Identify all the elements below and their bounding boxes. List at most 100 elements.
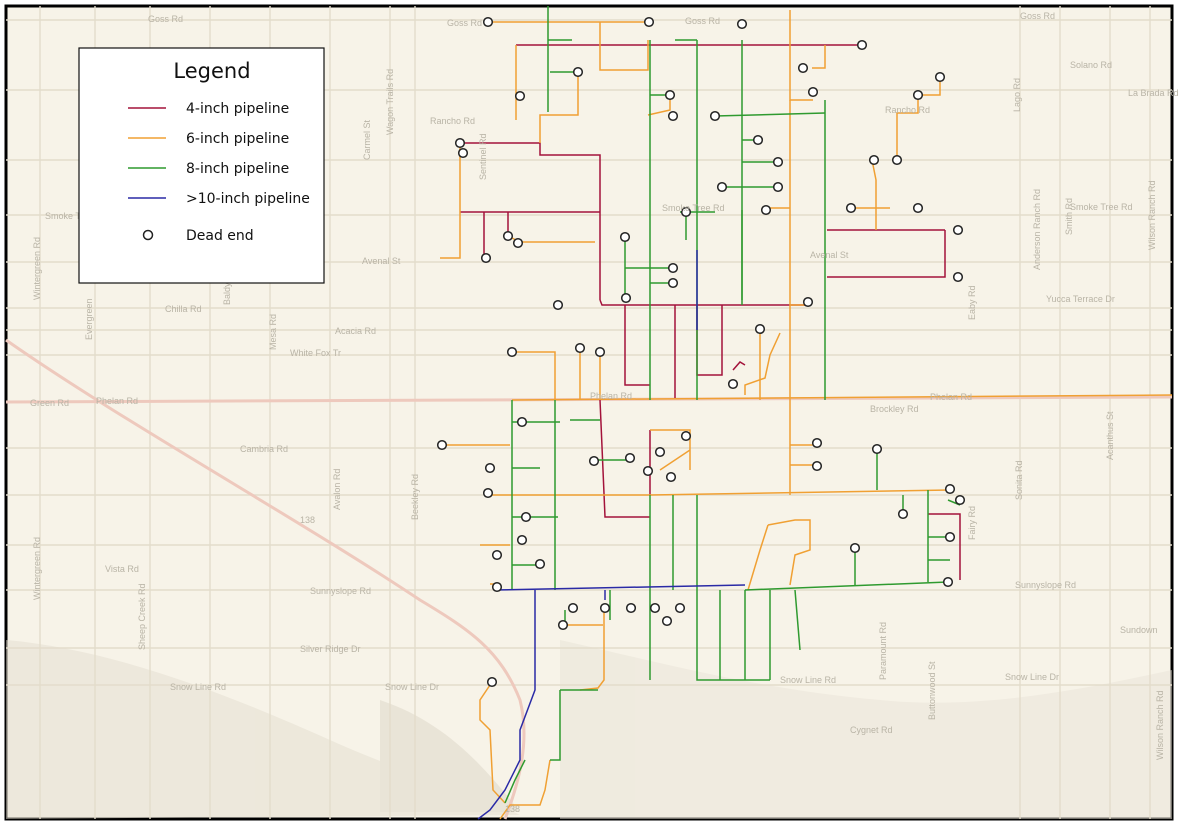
dead-end-marker[interactable] — [664, 89, 676, 101]
dead-end-marker[interactable] — [912, 89, 924, 101]
dead-end-marker[interactable] — [856, 39, 868, 51]
dead-end-marker[interactable] — [845, 202, 857, 214]
dead-end-marker[interactable] — [752, 134, 764, 146]
dead-end-marker[interactable] — [624, 452, 636, 464]
dead-end-marker[interactable] — [574, 342, 586, 354]
road-label: Brockley Rd — [870, 404, 919, 414]
dead-end-marker[interactable] — [514, 90, 526, 102]
pipeline-network — [440, 6, 1173, 820]
dead-end-marker[interactable] — [934, 71, 946, 83]
dead-end-marker[interactable] — [811, 460, 823, 472]
dead-end-marker[interactable] — [954, 494, 966, 506]
dead-end-marker[interactable] — [680, 430, 692, 442]
dead-end-marker[interactable] — [891, 154, 903, 166]
dead-end-marker[interactable] — [944, 531, 956, 543]
dead-end-marker[interactable] — [502, 230, 514, 242]
dead-end-marker[interactable] — [649, 602, 661, 614]
dead-end-marker[interactable] — [802, 296, 814, 308]
dead-end-marker[interactable] — [871, 443, 883, 455]
pipe-segment-p6 — [767, 519, 811, 586]
dead-end-marker[interactable] — [667, 110, 679, 122]
road-label: Green Rd — [30, 398, 69, 408]
dead-end-marker[interactable] — [643, 16, 655, 28]
dead-end-marker[interactable] — [667, 262, 679, 274]
pipe-segment-p6 — [440, 143, 461, 259]
dead-end-marker[interactable] — [661, 615, 673, 627]
dead-end-marker[interactable] — [811, 437, 823, 449]
dead-end-marker[interactable] — [760, 204, 772, 216]
dead-end-marker[interactable] — [942, 576, 954, 588]
road-label: Fairy Rd — [967, 506, 977, 540]
pipe-segment-p10 — [493, 584, 746, 591]
dead-end-marker[interactable] — [436, 439, 448, 451]
dead-end-marker[interactable] — [665, 471, 677, 483]
dead-end-marker[interactable] — [480, 252, 492, 264]
dead-end-marker[interactable] — [506, 346, 518, 358]
road-label: Solano Rd — [1070, 60, 1112, 70]
dead-end-marker[interactable] — [807, 86, 819, 98]
road-label: Cambria Rd — [240, 444, 288, 454]
dead-end-marker[interactable] — [619, 231, 631, 243]
dead-end-marker[interactable] — [482, 16, 494, 28]
road-label: Wintergreen Rd — [32, 537, 42, 600]
dead-end-marker[interactable] — [944, 483, 956, 495]
dead-end-marker[interactable] — [674, 602, 686, 614]
dead-end-marker[interactable] — [516, 416, 528, 428]
dead-end-marker[interactable] — [599, 602, 611, 614]
dead-end-marker[interactable] — [567, 602, 579, 614]
dead-end-marker[interactable] — [516, 534, 528, 546]
road-label: Rancho Rd — [885, 105, 930, 115]
dead-end-marker[interactable] — [772, 156, 784, 168]
road-label: Mesa Rd — [268, 314, 278, 350]
dead-end-marker[interactable] — [772, 181, 784, 193]
road-label: Avalon Rd — [332, 469, 342, 510]
dead-end-marker[interactable] — [709, 110, 721, 122]
dead-end-marker[interactable] — [486, 676, 498, 688]
road-label: 138 — [300, 515, 315, 525]
dead-end-marker[interactable] — [557, 619, 569, 631]
dead-end-marker[interactable] — [482, 487, 494, 499]
dead-end-marker[interactable] — [716, 181, 728, 193]
dead-end-marker[interactable] — [952, 224, 964, 236]
dead-end-marker[interactable] — [588, 455, 600, 467]
dead-end-marker[interactable] — [457, 147, 469, 159]
dead-end-marker[interactable] — [654, 446, 666, 458]
dead-end-marker[interactable] — [572, 66, 584, 78]
dead-end-marker[interactable] — [534, 558, 546, 570]
pipeline-p4 — [460, 44, 961, 580]
dead-end-marker[interactable] — [680, 206, 692, 218]
pipe-segment-p4 — [460, 142, 601, 300]
road-labels: Goss Rd Goss Rd Goss Rd Goss Rd Solano R… — [30, 11, 1179, 814]
pipe-segment-p4 — [599, 299, 810, 306]
dead-end-marker[interactable] — [727, 378, 739, 390]
dead-end-marker[interactable] — [667, 277, 679, 289]
dead-end-marker[interactable] — [484, 462, 496, 474]
dead-end-marker[interactable] — [594, 346, 606, 358]
dead-end-marker[interactable] — [797, 62, 809, 74]
pipe-segment-p8 — [744, 581, 949, 591]
dead-end-marker[interactable] — [491, 581, 503, 593]
dead-end-marker[interactable] — [754, 323, 766, 335]
dead-end-marker[interactable] — [625, 602, 637, 614]
dead-end-marker[interactable] — [952, 271, 964, 283]
road-label: Goss Rd — [148, 14, 183, 24]
dead-end-marker[interactable] — [642, 465, 654, 477]
pipe-segment-p6 — [812, 45, 826, 69]
pipeline-p8 — [504, 6, 961, 804]
dead-end-marker[interactable] — [736, 18, 748, 30]
dead-end-marker[interactable] — [849, 542, 861, 554]
dead-end-marker[interactable] — [512, 237, 524, 249]
dead-end-marker[interactable] — [897, 508, 909, 520]
dead-end-marker[interactable] — [520, 511, 532, 523]
dead-end-marker[interactable] — [552, 299, 564, 311]
dead-end-marker[interactable] — [868, 154, 880, 166]
dead-end-marker[interactable] — [491, 549, 503, 561]
pipe-segment-p4 — [827, 230, 946, 278]
pipe-segment-p6 — [744, 332, 781, 395]
dead-end-marker[interactable] — [454, 137, 466, 149]
road-label: Snow Line Dr — [1005, 672, 1059, 682]
dead-end-marker[interactable] — [620, 292, 632, 304]
dead-end-marker[interactable] — [912, 202, 924, 214]
pipe-segment-p8 — [794, 589, 801, 651]
